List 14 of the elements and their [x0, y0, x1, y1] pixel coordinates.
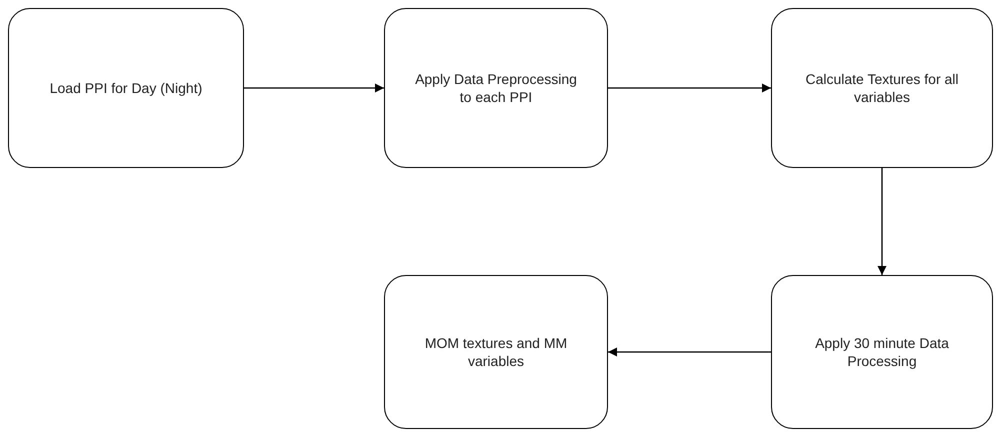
process-box	[384, 275, 608, 429]
process-box	[384, 8, 608, 168]
box-label: Load PPI for Day (Night)	[50, 79, 202, 97]
arrow	[878, 168, 886, 275]
box-label: Apply 30 minute Data Processing	[814, 334, 950, 370]
arrow	[244, 84, 384, 92]
box-label: MOM textures and MM variables	[424, 334, 568, 370]
arrow	[608, 84, 771, 92]
arrow	[608, 348, 771, 356]
box-label: Calculate Textures for all variables	[804, 70, 960, 106]
box-label: Apply Data Preprocessing to each PPI	[414, 70, 578, 106]
process-box	[8, 8, 244, 168]
process-box	[771, 275, 993, 429]
process-box	[771, 8, 993, 168]
